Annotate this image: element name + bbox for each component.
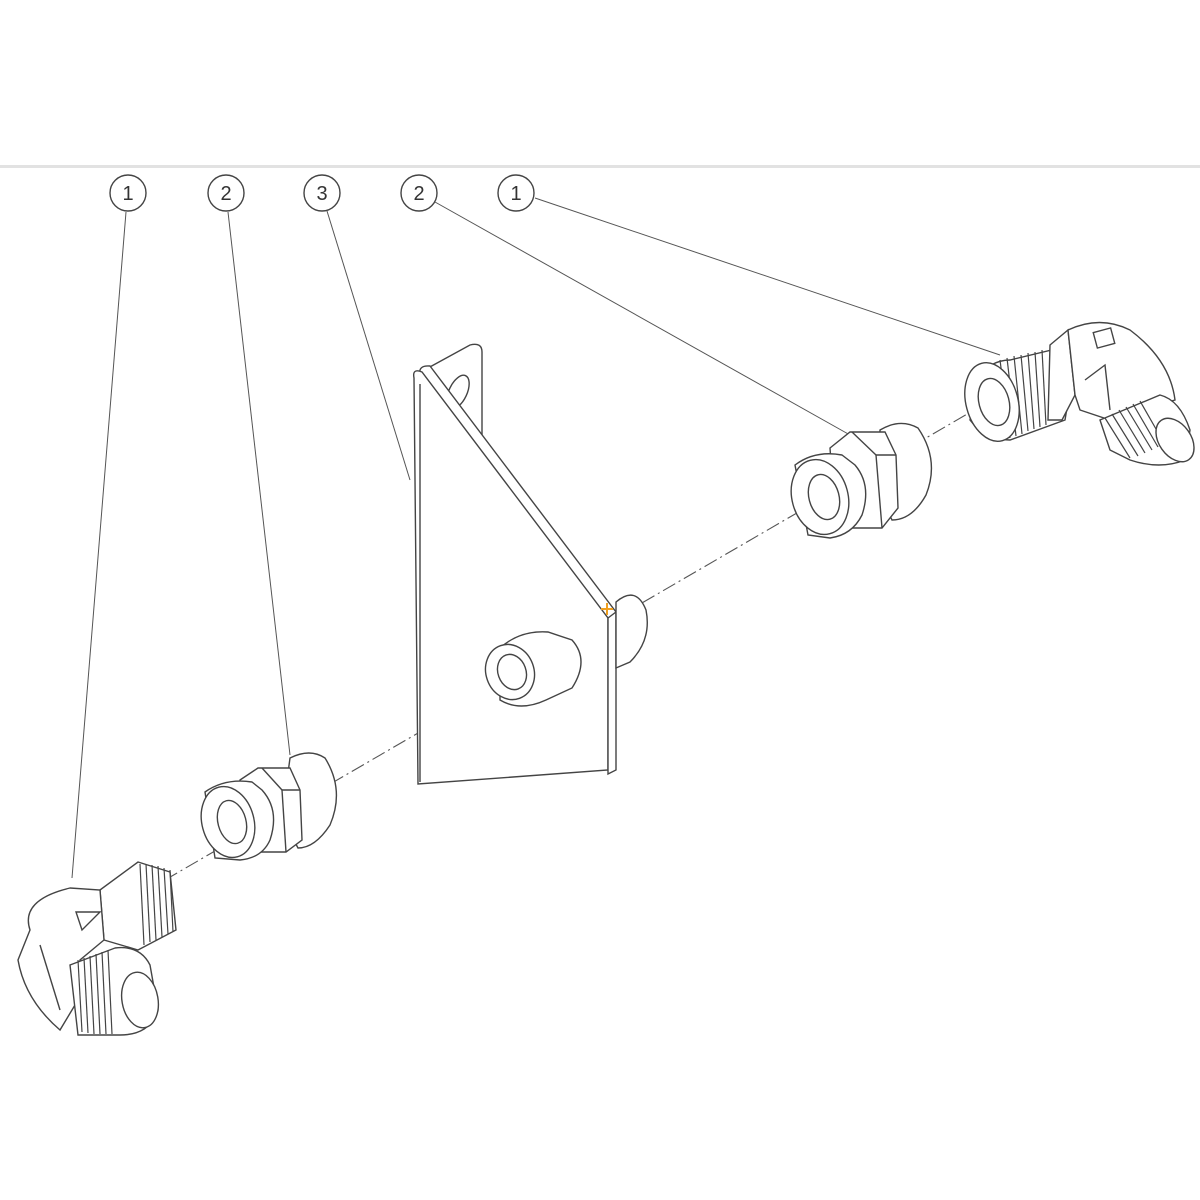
balloon-1-left: 1 — [109, 174, 147, 212]
leader-line-2-left — [227, 211, 291, 756]
elbow-fitting-part-1-left — [17, 861, 177, 1036]
leader-line-2-right — [434, 201, 851, 436]
svg-text:2: 2 — [220, 183, 231, 205]
leader-lines — [71, 197, 1001, 879]
hex-nut-part-2-right — [790, 422, 933, 539]
bracket-part-3 — [412, 343, 648, 785]
header-separator — [0, 165, 1200, 168]
svg-text:2: 2 — [413, 183, 424, 205]
header-blank-area — [0, 0, 1200, 165]
svg-text:3: 3 — [316, 183, 327, 205]
balloon-1-right: 1 — [497, 174, 535, 212]
balloon-2-left: 2 — [207, 174, 245, 212]
svg-text:1: 1 — [510, 183, 521, 205]
leader-line-1-right — [534, 197, 1001, 356]
origin-marker-icon — [601, 603, 613, 615]
leader-line-1-left — [71, 211, 127, 879]
balloon-2-right: 2 — [400, 174, 438, 212]
svg-text:1: 1 — [122, 183, 133, 205]
hex-nut-part-2-left — [200, 752, 338, 861]
elbow-fitting-part-1-right — [964, 321, 1195, 466]
leader-line-3 — [326, 210, 411, 481]
balloon-3: 3 — [303, 174, 341, 212]
